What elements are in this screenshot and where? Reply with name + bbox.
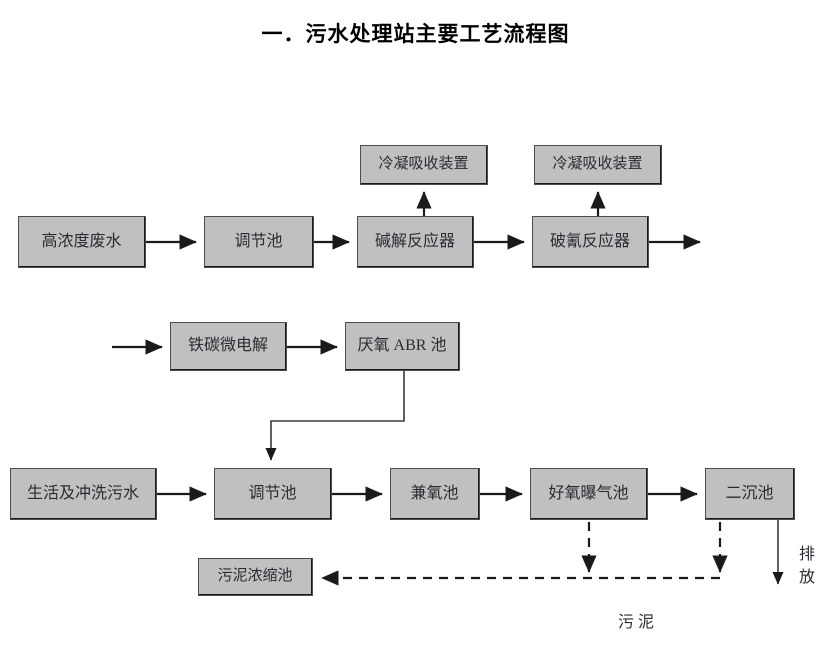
node-condensation-absorber-1[interactable]: 冷凝吸收装置 xyxy=(360,145,488,185)
node-label: 污泥浓缩池 xyxy=(217,568,293,584)
node-regulating-tank-1[interactable]: 调节池 xyxy=(204,216,314,268)
node-condensation-absorber-2[interactable]: 冷凝吸收装置 xyxy=(534,145,662,185)
page-title: 一．污水处理站主要工艺流程图 xyxy=(261,22,570,46)
node-facultative-tank[interactable]: 兼氧池 xyxy=(390,468,480,520)
node-iron-carbon-microelectrolysis[interactable]: 铁碳微电解 xyxy=(170,322,287,371)
node-label: 碱解反应器 xyxy=(374,232,455,250)
sludge-label: 污 泥 xyxy=(618,614,655,631)
node-label: 破氰反应器 xyxy=(549,232,630,250)
node-secondary-settling-tank[interactable]: 二沉池 xyxy=(705,468,795,520)
node-anaerobic-abr-tank[interactable]: 厌氧 ABR 池 xyxy=(345,322,460,371)
node-label: 兼氧池 xyxy=(410,484,459,502)
node-label: 好氧曝气池 xyxy=(548,484,629,502)
node-label: 冷凝吸收装置 xyxy=(378,156,469,172)
node-sludge-thickening-tank[interactable]: 污泥浓缩池 xyxy=(198,558,313,596)
node-regulating-tank-2[interactable]: 调节池 xyxy=(214,468,332,520)
node-label: 厌氧 ABR 池 xyxy=(357,337,447,354)
node-high-concentration-wastewater[interactable]: 高浓度废水 xyxy=(18,216,146,268)
node-label: 调节池 xyxy=(234,232,283,250)
node-domestic-and-flushing-sewage[interactable]: 生活及冲洗污水 xyxy=(10,468,157,520)
node-label: 高浓度废水 xyxy=(41,232,122,250)
node-label: 铁碳微电解 xyxy=(187,337,268,354)
node-alkaline-hydrolysis-reactor[interactable]: 碱解反应器 xyxy=(357,216,474,268)
node-aerobic-aeration-tank[interactable]: 好氧曝气池 xyxy=(530,468,648,520)
discharge-label: 排放 xyxy=(798,546,815,587)
node-cyanide-breaking-reactor[interactable]: 破氰反应器 xyxy=(532,216,649,268)
edge-abr-to-regulating2 xyxy=(265,371,405,461)
node-label: 调节池 xyxy=(248,484,297,502)
node-label: 二沉池 xyxy=(725,484,774,502)
node-label: 生活及冲洗污水 xyxy=(26,484,139,502)
node-label: 冷凝吸收装置 xyxy=(552,156,643,172)
